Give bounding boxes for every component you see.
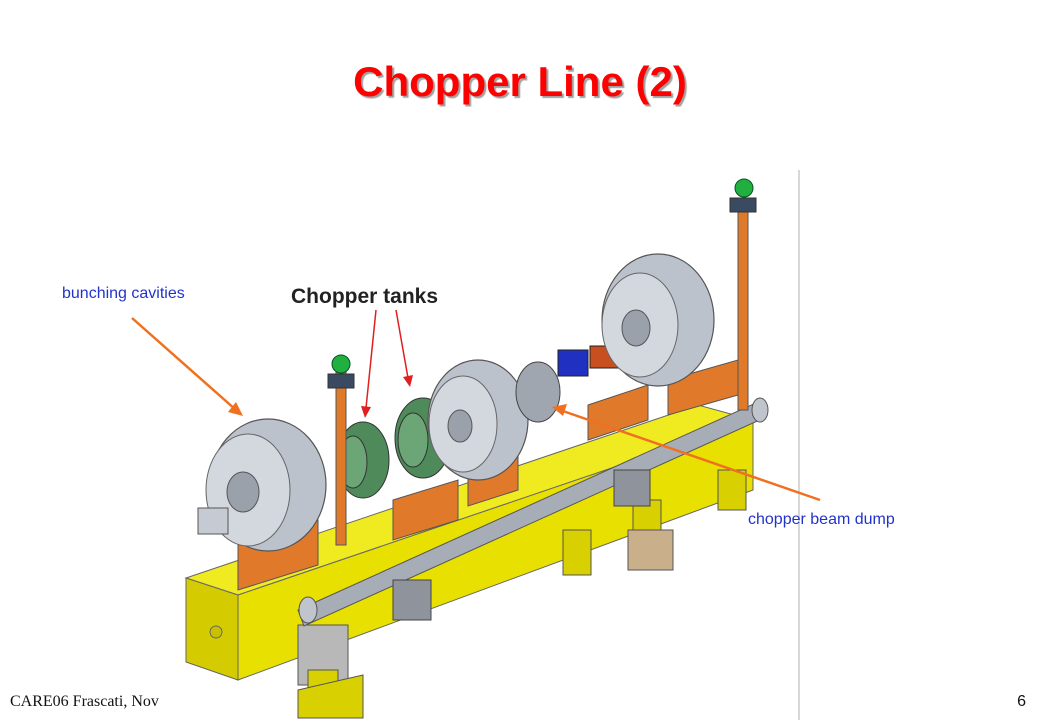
tank-arrow-1 [365, 309, 377, 409]
bunching-cavity-middle [427, 359, 529, 481]
slide-title: Chopper Line (2) [353, 58, 687, 105]
page-number: 6 [1017, 693, 1026, 710]
chopper-beam-dump-callout: chopper beam dump [748, 511, 895, 528]
tank-arrow-2-head [403, 375, 413, 387]
tank-arrow-2 [395, 309, 409, 379]
base-bolt-hole [209, 625, 223, 639]
chopper-line-cad-figure: Chopper tanks [178, 170, 800, 720]
cad-drawing: Chopper tanks [184, 178, 769, 719]
footer-conference-text: CARE06 Frascati, Nov [10, 693, 159, 710]
pipe-flange-right [751, 397, 769, 423]
tank-arrow-1-head [361, 406, 371, 418]
instrument-box-2 [613, 469, 651, 507]
bunching-cavities-callout: bunching cavities [62, 285, 185, 302]
chopper-tanks-label: Chopper tanks [291, 285, 438, 308]
marker-post-left [327, 354, 355, 546]
instrument-box-1 [392, 579, 432, 621]
bunching-cavity-right [601, 253, 715, 387]
pipe-flange-left [298, 596, 318, 624]
floor-plate [297, 674, 364, 719]
bunching-cavity-left [197, 418, 327, 552]
